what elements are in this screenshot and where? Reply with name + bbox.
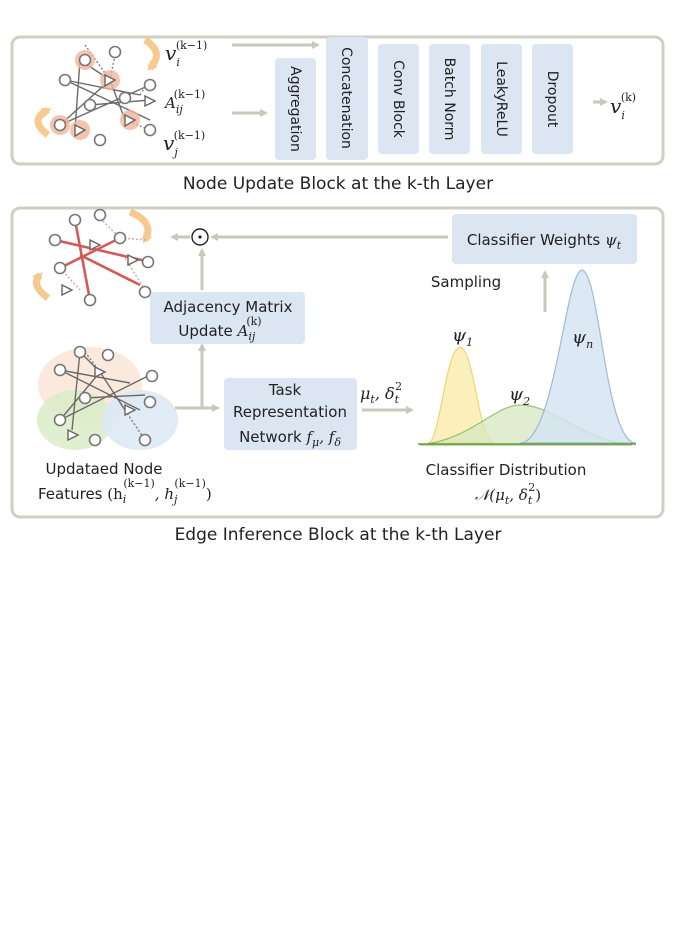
- concatenation-block: Concatenation: [326, 37, 368, 160]
- svg-text:Classifier Weights ψt: Classifier Weights ψt: [467, 231, 622, 252]
- svg-text:Adjacency Matrix: Adjacency Matrix: [164, 298, 293, 316]
- edge-inference-panel: [10, 206, 665, 519]
- svg-text:Batch Norm: Batch Norm: [441, 58, 457, 141]
- classifier-distribution-curves: [418, 269, 637, 446]
- svg-text:Concatenation: Concatenation: [338, 47, 354, 149]
- psi2-label: ψ2: [509, 384, 530, 408]
- psin-curve: [519, 269, 637, 444]
- aggregation-block: Aggregation: [275, 58, 316, 160]
- sampling-label: Sampling: [431, 273, 501, 291]
- svg-text:LeakyReLU: LeakyReLU: [493, 61, 509, 137]
- svg-text:Aggregation: Aggregation: [287, 66, 303, 152]
- vi-label: vi(k−1): [165, 39, 207, 69]
- normal-distribution-label: 𝒩(μt, δt2): [475, 481, 541, 507]
- psi1-label: ψ1: [452, 325, 473, 349]
- svg-text:Task: Task: [268, 381, 302, 399]
- batch-norm-block: Batch Norm: [429, 44, 470, 154]
- leaky-relu-block: LeakyReLU: [481, 44, 522, 154]
- input-graph-icon: [34, 36, 160, 147]
- output-label: vi(k): [610, 91, 636, 122]
- svg-text:Dropout: Dropout: [544, 71, 560, 128]
- svg-text:Update Aij(k): Update Aij(k): [178, 315, 261, 343]
- updated-node-features-label: Features (hi(k−1), hj(k−1)): [38, 477, 212, 506]
- updated-node-features-icon: [37, 345, 178, 450]
- classifier-distribution-label: Classifier Distribution: [426, 461, 587, 479]
- classifier-weights-block: Classifier Weights ψt: [452, 214, 637, 264]
- psin-label: ψn: [572, 327, 593, 351]
- conv-block: Conv Block: [378, 44, 419, 154]
- node-update-caption: Node Update Block at the k-th Layer: [183, 174, 493, 194]
- vj-label: vj(k−1): [163, 129, 205, 159]
- svg-text:Network fμ, fδ: Network fμ, fδ: [239, 428, 341, 449]
- updated-node-label: Updataed Node: [46, 460, 163, 478]
- task-representation-network-block: Task Representation Network fμ, fδ: [224, 378, 357, 450]
- adjacency-update-block: Adjacency Matrix Update Aij(k): [150, 292, 305, 344]
- dropout-block: Dropout: [532, 44, 573, 154]
- output-graph-icon: [32, 208, 155, 307]
- svg-text:Conv Block: Conv Block: [390, 60, 406, 139]
- edge-inference-caption: Edge Inference Block at the k-th Layer: [175, 525, 502, 545]
- hadamard-dot: [198, 235, 202, 239]
- mu-delta-label: μt, δt2: [360, 380, 402, 406]
- a-label: Aij(k−1): [163, 88, 205, 116]
- svg-text:Representation: Representation: [233, 403, 347, 421]
